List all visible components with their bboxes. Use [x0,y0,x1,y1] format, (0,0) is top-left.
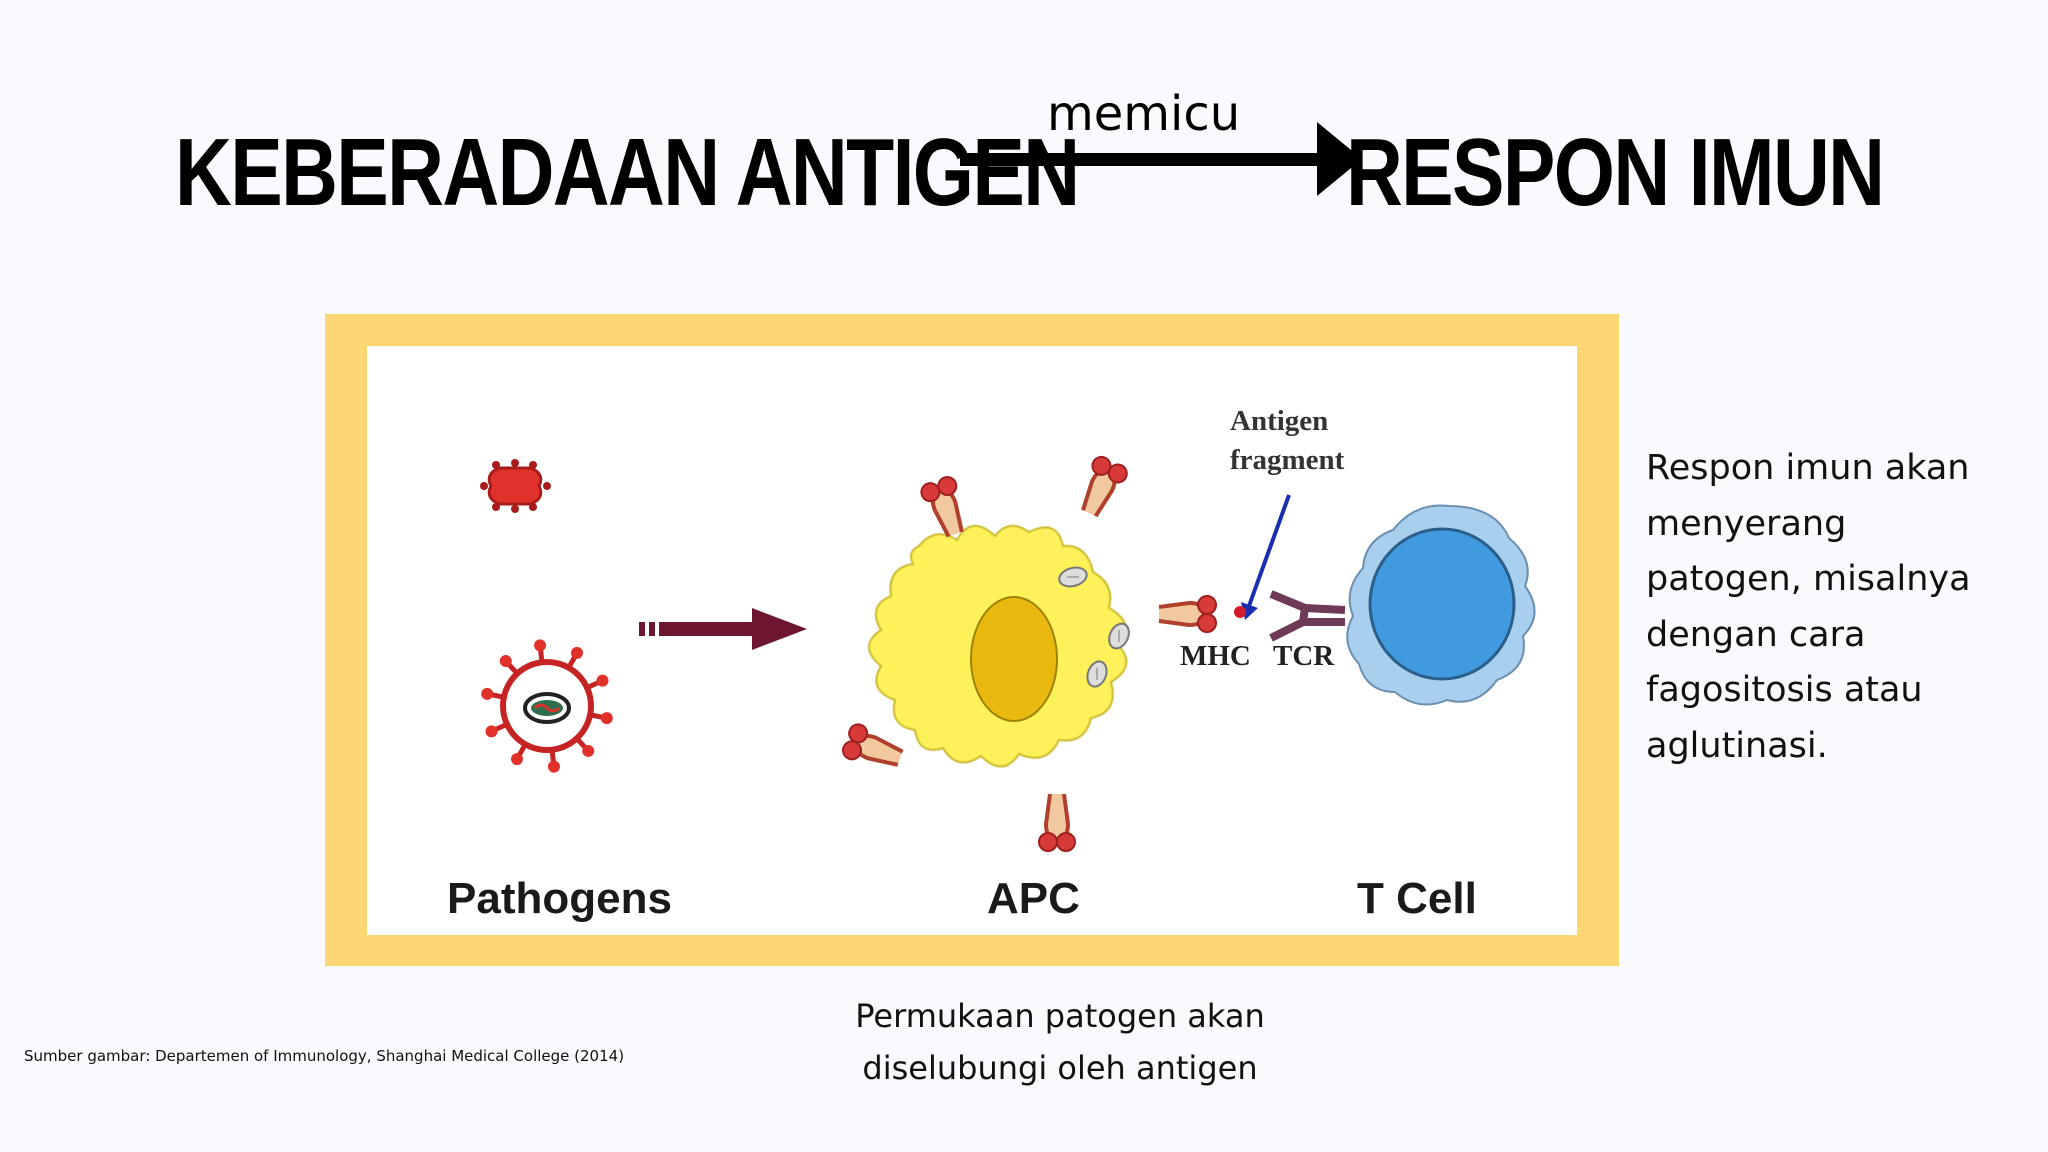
description-line: fagositosis atau [1646,670,1923,710]
mhc-receptor-icon [920,476,964,538]
trigger-arrow-icon [960,122,1362,196]
bacterium-icon [480,459,551,513]
label-tcr: TCR [1273,640,1335,672]
heading-antigen-presence: KEBERADAAN ANTIGEN [175,119,1080,226]
heading-immune-response: RESPON IMUN [1345,119,1885,226]
apc-cell-icon [868,525,1130,768]
label-antigen-fragment-1: Antigen [1230,405,1328,437]
label-antigen-fragment-2: fragment [1230,444,1345,476]
description-line: aglutinasi. [1646,725,1828,766]
image-source-note: Sumber gambar: Departemen of Immunology,… [24,1047,625,1065]
description-line: menyerang [1646,503,1847,544]
antigen-pointer-icon [1234,494,1291,620]
description-line: Respon imun akan [1646,448,1970,488]
label-apc: APC [987,874,1080,923]
figure-frame: Antigen fragment MHC TCR Pathogens APC T… [325,314,1619,966]
arrow-label: memicu [1047,86,1241,142]
label-pathogens: Pathogens [447,874,672,923]
description-line: dengan cara [1646,614,1866,655]
immune-response-description: Respon imun akan menyerang patogen, misa… [1646,441,2006,774]
virus-icon [481,639,613,773]
caption-line: Permukaan patogen akan [855,997,1265,1035]
mhc-receptor-icon [1081,455,1128,518]
description-line: patogen, misalnya [1646,559,1971,599]
t-cell-icon [1346,504,1536,706]
mhc-receptor-icon [1038,793,1076,852]
mhc-receptors [842,455,1217,852]
tcr-receptor-icon [1269,590,1346,642]
infection-arrow-icon [639,608,807,650]
mhc-receptor-icon [842,723,904,767]
label-t-cell: T Cell [1357,874,1477,923]
mhc-receptor-icon [1158,595,1217,633]
figure-caption: Permukaan patogen akan diselubungi oleh … [760,990,1360,1094]
label-mhc: MHC [1180,640,1251,672]
immune-diagram: Antigen fragment MHC TCR Pathogens APC T… [367,346,1577,935]
caption-line: diselubungi oleh antigen [862,1049,1258,1087]
